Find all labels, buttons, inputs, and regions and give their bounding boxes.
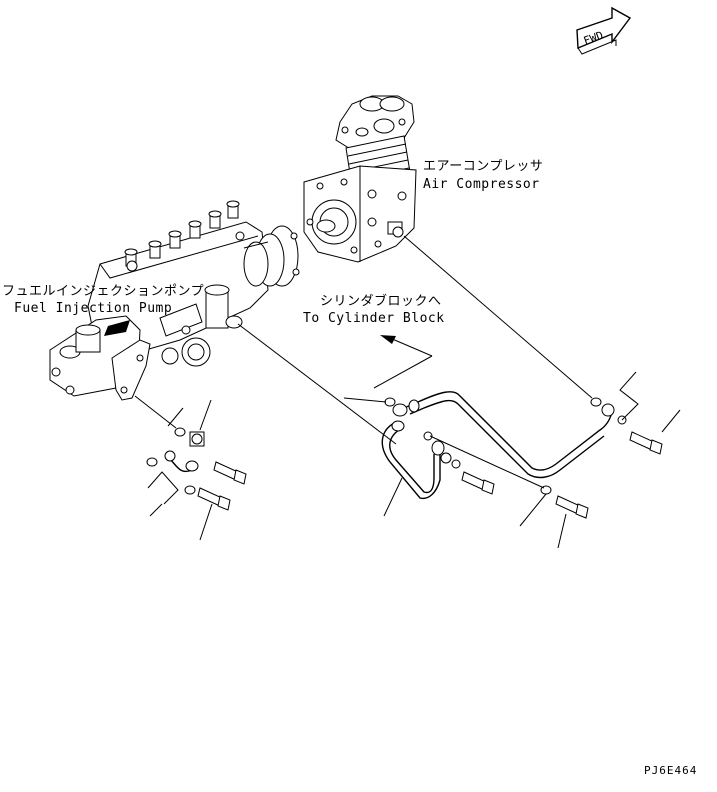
fwd-label: FWD xyxy=(582,29,605,48)
air-compressor-label-jp: エアーコンプレッサ xyxy=(423,159,544,174)
drawing-code: PJ6E464 xyxy=(644,764,698,777)
fuel-pump-label-jp: フュエルインジェクションポンプ xyxy=(2,284,205,299)
pump-banjo-fittings xyxy=(134,395,247,541)
fwd-arrow-icon: FWD xyxy=(576,6,632,55)
cylinder-block-label-en: To Cylinder Block xyxy=(303,311,445,326)
air-compressor-label-en: Air Compressor xyxy=(423,177,540,192)
fuel-pump-label-en: Fuel Injection Pump xyxy=(14,301,173,316)
air-compressor-drawing xyxy=(303,95,417,263)
fuel-injection-pump-drawing xyxy=(49,200,300,401)
air-pipe-assembly xyxy=(237,235,681,549)
cylinder-block-label-jp: シリンダブロックへ xyxy=(320,294,442,309)
